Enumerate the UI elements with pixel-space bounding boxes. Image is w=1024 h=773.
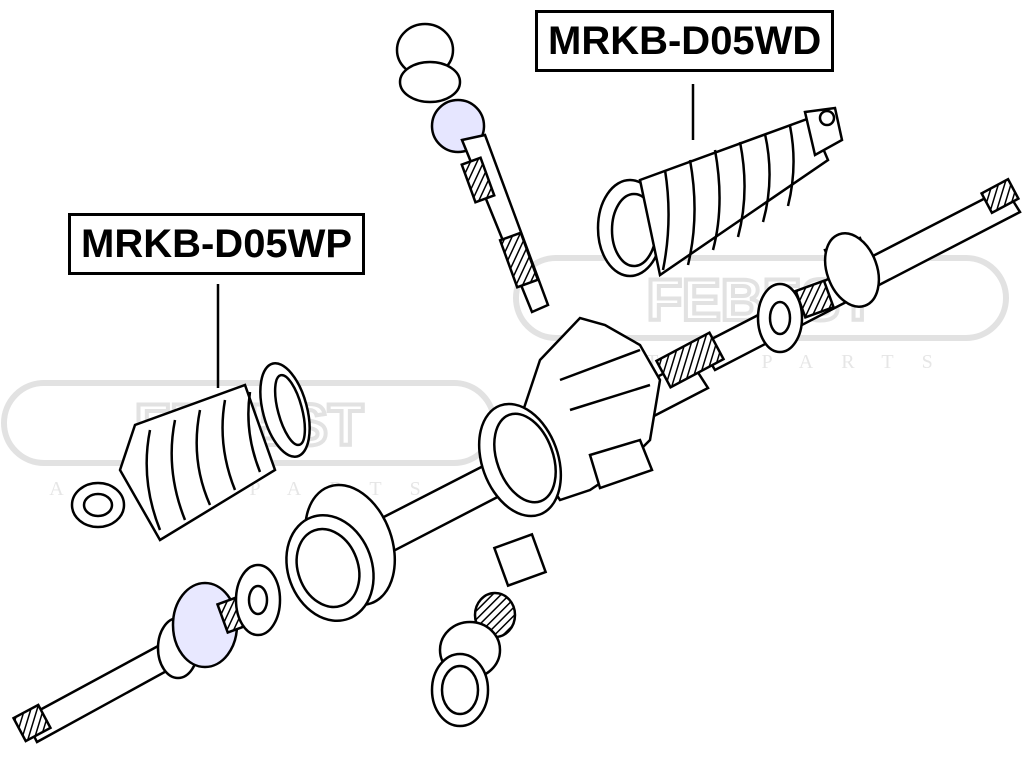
- gear-housing: [477, 316, 662, 518]
- boot-right-part: [596, 106, 844, 278]
- tie-rod-right: [756, 232, 881, 354]
- part-label-boot-right: MRKB-D05WD: [535, 10, 835, 72]
- mounted-bellows-left: [285, 483, 397, 622]
- boot-left-part: [70, 362, 311, 542]
- tie-rod-left: [11, 563, 282, 744]
- adjuster-assembly: [430, 532, 548, 728]
- part-label-boot-left: MRKB-D05WP: [68, 213, 366, 275]
- pinion-shaft: [395, 22, 550, 314]
